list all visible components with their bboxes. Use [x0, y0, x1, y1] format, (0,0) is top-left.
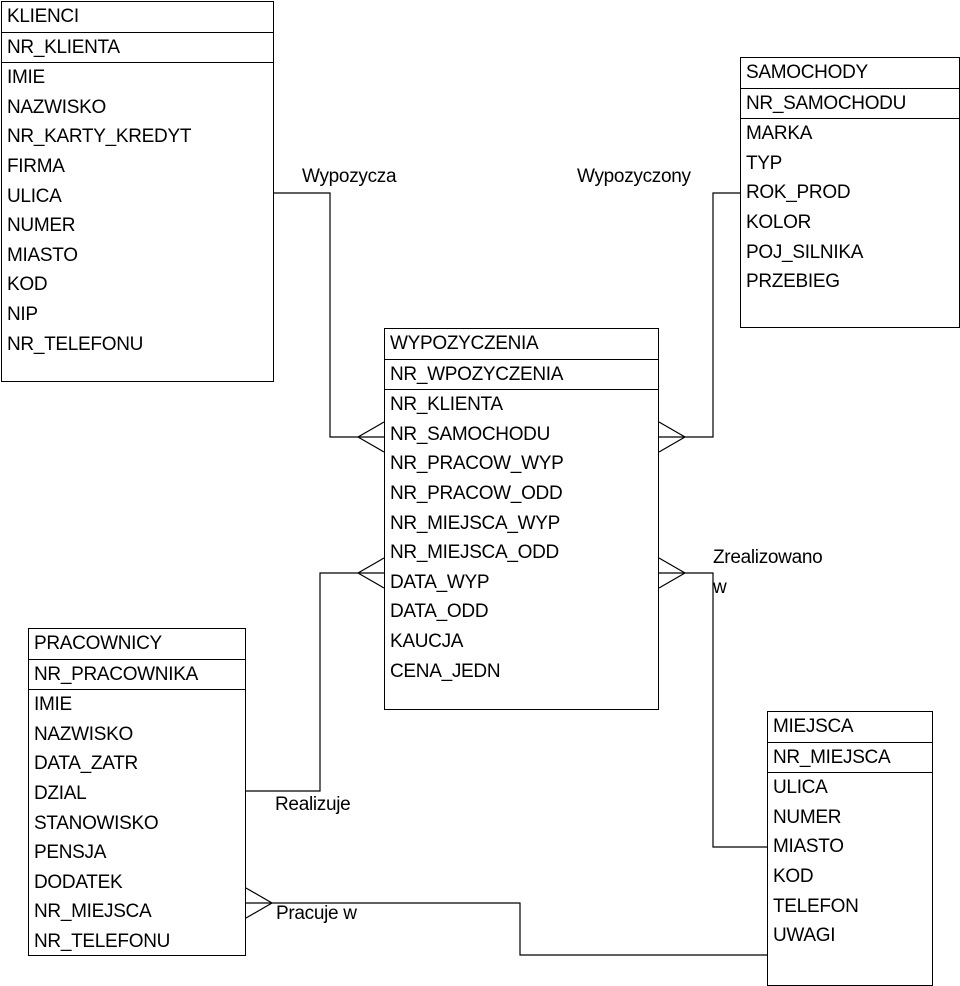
entity-title: KLIENCI — [2, 2, 273, 33]
field: ULICA — [7, 185, 62, 207]
field: PENSJA — [34, 842, 107, 864]
field: NIP — [7, 303, 38, 325]
crowfoot-wypozyczony — [658, 421, 687, 453]
field: DATA_WYP — [390, 571, 490, 593]
relationship-label-wypozyczony: Wypozyczony — [577, 166, 691, 187]
crowfoot-realizuje — [356, 557, 385, 589]
entity-samochody: SAMOCHODY NR_SAMOCHODU MARKA TYP ROK_PRO… — [740, 57, 960, 328]
field: DATA_ODD — [390, 601, 489, 623]
field: ROK_PROD — [746, 182, 851, 204]
primary-key-field: NR_WPOZYCZENIA — [385, 360, 658, 391]
field: NR_MIEJSCA — [34, 901, 152, 923]
entity-wypozyczenia: WYPOZYCZENIA NR_WPOZYCZENIA NR_KLIENTA N… — [384, 328, 659, 710]
field: ULICA — [773, 777, 828, 799]
field: NR_PRACOW_ODD — [390, 482, 563, 504]
field: NR_MIEJSCA_WYP — [390, 512, 561, 534]
field: KOD — [7, 274, 48, 296]
field: DODATEK — [34, 871, 123, 893]
field: FIRMA — [7, 155, 65, 177]
entity-pracownicy: PRACOWNICY NR_PRACOWNIKA IMIE NAZWISKO D… — [28, 628, 246, 956]
entity-miejsca: MIEJSCA NR_MIEJSCA ULICA NUMER MIASTO KO… — [767, 711, 933, 986]
field: DZIAL — [34, 782, 87, 804]
field: NAZWISKO — [7, 96, 106, 118]
field-list: NR_KLIENTA NR_SAMOCHODU NR_PRACOW_WYP NR… — [385, 390, 658, 686]
field: MIASTO — [7, 244, 78, 266]
field: CENA_JEDN — [390, 660, 501, 682]
primary-key-field: NR_SAMOCHODU — [741, 89, 959, 120]
field: NR_SAMOCHODU — [390, 423, 551, 445]
field: KAUCJA — [390, 630, 464, 652]
field: NR_TELEFONU — [34, 930, 171, 952]
field: TELEFON — [773, 895, 859, 917]
field: DATA_ZATR — [34, 753, 138, 775]
field: POJ_SILNIKA — [746, 241, 864, 263]
relationship-label-zrealizowano-w: w — [713, 577, 727, 598]
field-list: IMIE NAZWISKO DATA_ZATR DZIAL STANOWISKO… — [29, 690, 245, 956]
field: NUMER — [7, 215, 76, 237]
field: NUMER — [773, 806, 842, 828]
entity-klienci: KLIENCI NR_KLIENTA IMIE NAZWISKO NR_KART… — [1, 1, 274, 382]
entity-title: MIEJSCA — [768, 712, 932, 743]
field: IMIE — [7, 67, 45, 89]
field: NR_PRACOW_WYP — [390, 453, 564, 475]
field: IMIE — [34, 694, 72, 716]
field: MARKA — [746, 123, 813, 145]
field: STANOWISKO — [34, 812, 159, 834]
entity-title: WYPOZYCZENIA — [385, 329, 658, 360]
line-zrealizowano — [659, 572, 767, 848]
line-wypozycza — [273, 192, 384, 438]
field-list: IMIE NAZWISKO NR_KARTY_KREDYT FIRMA ULIC… — [2, 63, 273, 359]
field: NR_MIEJSCA_ODD — [390, 542, 559, 564]
field: NAZWISKO — [34, 723, 133, 745]
field-list: ULICA NUMER MIASTO KOD TELEFON UWAGI — [768, 773, 932, 951]
field: KOD — [773, 865, 814, 887]
line-pracuje — [246, 902, 767, 956]
relationship-label-wypozycza: Wypozycza — [302, 166, 397, 187]
field: NR_KLIENTA — [390, 394, 503, 416]
field: TYP — [746, 152, 783, 174]
field: NR_KARTY_KREDYT — [7, 126, 192, 148]
crowfoot-zrealizowano — [658, 557, 687, 589]
relationship-label-pracuje: Pracuje w — [276, 903, 357, 924]
entity-title: SAMOCHODY — [741, 58, 959, 89]
field: MIASTO — [773, 836, 844, 858]
field: PRZEBIEG — [746, 271, 840, 293]
relationship-label-zrealizowano: Zrealizowano — [713, 547, 823, 568]
entity-title: PRACOWNICY — [29, 629, 245, 660]
relationship-label-realizuje: Realizuje — [275, 794, 351, 815]
line-realizuje — [246, 572, 384, 792]
field: NR_TELEFONU — [7, 333, 144, 355]
crowfoot-wypozycza — [356, 421, 385, 453]
primary-key-field: NR_MIEJSCA — [768, 743, 932, 774]
field-list: MARKA TYP ROK_PROD KOLOR POJ_SILNIKA PRZ… — [741, 119, 959, 297]
primary-key-field: NR_KLIENTA — [2, 33, 273, 64]
line-wypozyczony — [659, 192, 740, 438]
field: KOLOR — [746, 211, 812, 233]
crowfoot-pracuje — [245, 887, 274, 919]
field: UWAGI — [773, 925, 836, 947]
primary-key-field: NR_PRACOWNIKA — [29, 660, 245, 691]
